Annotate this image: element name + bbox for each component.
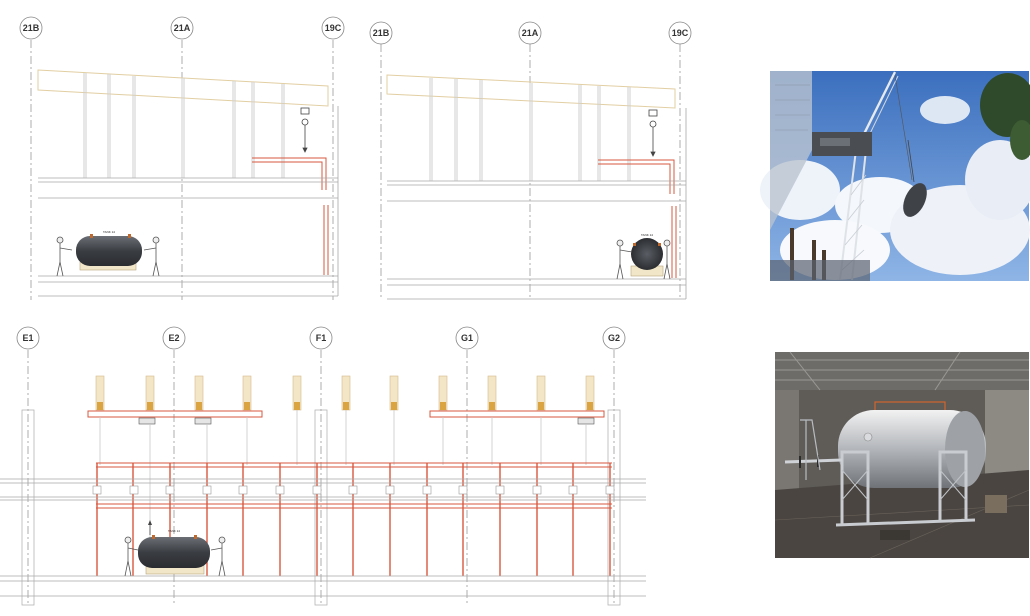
chain-hoist-icon	[648, 109, 658, 157]
grid-bubble: G1	[455, 326, 479, 350]
worker-figure	[143, 236, 160, 277]
grid-bubble: 21B	[19, 16, 43, 40]
grid-label: 21A	[174, 23, 191, 33]
roof-beam	[37, 69, 329, 107]
grid-bubble: 21A	[170, 16, 194, 40]
stainless-tank-on-cradle-photo	[774, 351, 1030, 559]
grid-bubble: 19C	[321, 16, 345, 40]
hanger-fittings	[97, 402, 593, 410]
chain-hoist-icon	[300, 107, 310, 153]
joint-boxes	[92, 485, 615, 495]
grid-bubble: E1	[16, 326, 40, 350]
grid-bubble: E2	[162, 326, 186, 350]
elevation-bottom: E1 E2 F1 G1 G2	[0, 326, 646, 606]
red-posts	[96, 463, 611, 576]
grid-label: 21B	[373, 28, 390, 38]
grid-bubble: 21A	[518, 21, 542, 45]
crane-lifting-tank-photo	[760, 71, 1030, 281]
worker-figure	[663, 239, 671, 280]
elevation-top-right: 21B 21A 19C	[369, 21, 692, 300]
tank-label: TANK 14	[168, 529, 180, 533]
grid-label: 19C	[672, 28, 689, 38]
roof-beam	[386, 74, 676, 109]
tank-vertical-end: TANK 14	[630, 233, 664, 277]
grid-label: F1	[316, 333, 327, 343]
tank-label: TANK 14	[641, 233, 653, 237]
gridlines	[27, 350, 615, 605]
trolley-icon	[138, 417, 595, 425]
tank-horizontal: TANK 14	[76, 230, 142, 271]
tank-label: TANK 14	[103, 230, 115, 234]
lifting-beams	[87, 410, 605, 418]
grid-label: E2	[168, 333, 179, 343]
red-rack	[96, 462, 612, 509]
floor-slab	[38, 106, 339, 297]
grid-label: G2	[608, 333, 620, 343]
grid-label: G1	[461, 333, 473, 343]
hanger-tops	[95, 375, 595, 411]
red-steel	[598, 159, 677, 278]
elevation-top-left: 21B 21A 19C	[19, 16, 345, 300]
grid-bubble: 19C	[668, 21, 692, 45]
hanger-rods	[99, 410, 587, 540]
floor-slab	[387, 108, 687, 300]
worker-figure	[616, 239, 633, 280]
grid-label: 21B	[23, 23, 40, 33]
grid-label: 21A	[522, 28, 539, 38]
hanger-rods	[429, 78, 631, 181]
grid-label: 19C	[325, 23, 342, 33]
grid-bubble: F1	[309, 326, 333, 350]
worker-figure	[210, 536, 226, 577]
worker-figure	[124, 536, 139, 577]
grid-label: E1	[22, 333, 33, 343]
grid-bubble: G2	[602, 326, 626, 350]
worker-figure	[56, 236, 73, 277]
tank-horizontal: TANK 14	[138, 520, 210, 575]
grid-bubble: 21B	[369, 21, 393, 45]
floor-slab	[0, 478, 646, 597]
red-steel	[252, 157, 329, 275]
